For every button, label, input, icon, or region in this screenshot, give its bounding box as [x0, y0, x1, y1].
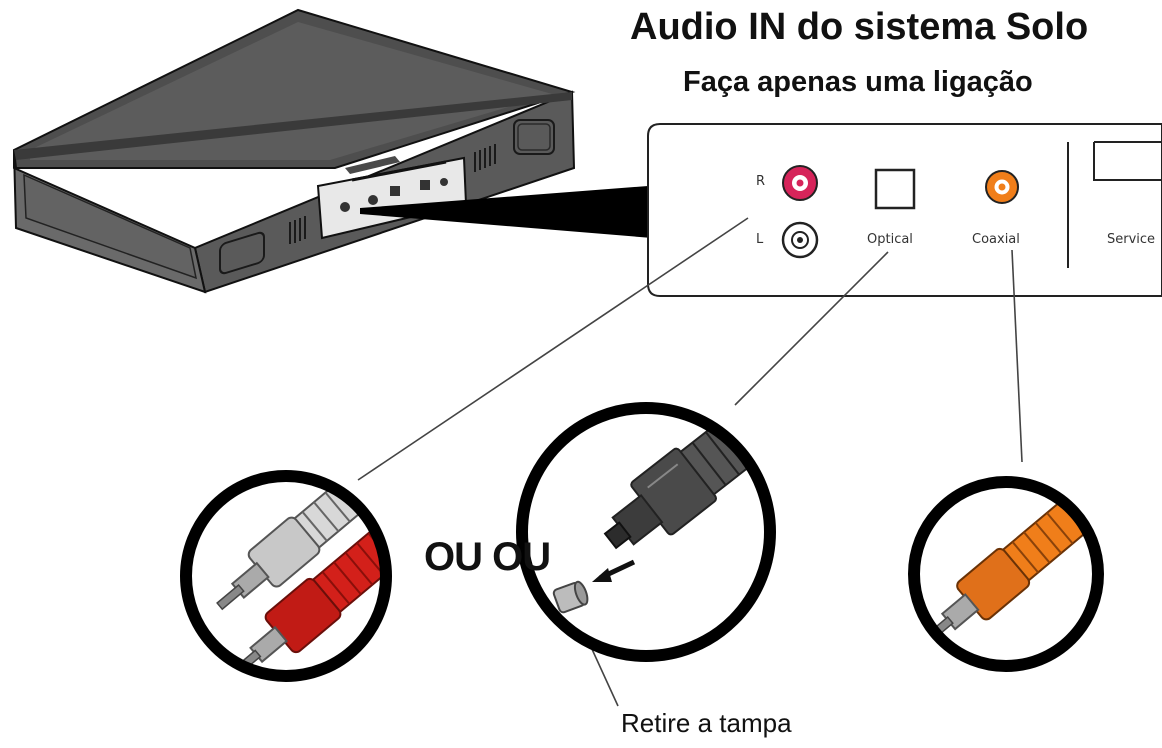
rca-right-jack: [782, 165, 818, 201]
page-title: Audio IN do sistema Solo: [630, 6, 1089, 48]
rca-cables-detail: [180, 470, 392, 682]
solo-device: [12, 8, 576, 294]
label-service: Service: [1107, 232, 1156, 247]
label-optical: Optical: [867, 232, 913, 247]
rca-left-jack: [781, 221, 819, 259]
connector-panel: [647, 123, 1162, 297]
label-l: L: [756, 232, 764, 247]
page-subtitle: Faça apenas uma ligação: [683, 66, 1033, 98]
or-separator: OU OU: [424, 535, 551, 579]
zoom-projection: [360, 186, 652, 238]
label-coaxial: Coaxial: [972, 232, 1020, 247]
optical-cable-detail: [516, 402, 776, 662]
optical-port: [874, 168, 916, 210]
coaxial-jack: [985, 170, 1019, 204]
coaxial-cable-detail: [908, 476, 1104, 672]
remove-cap-callout: Retire a tampa: [621, 708, 792, 738]
label-r: R: [756, 174, 766, 189]
